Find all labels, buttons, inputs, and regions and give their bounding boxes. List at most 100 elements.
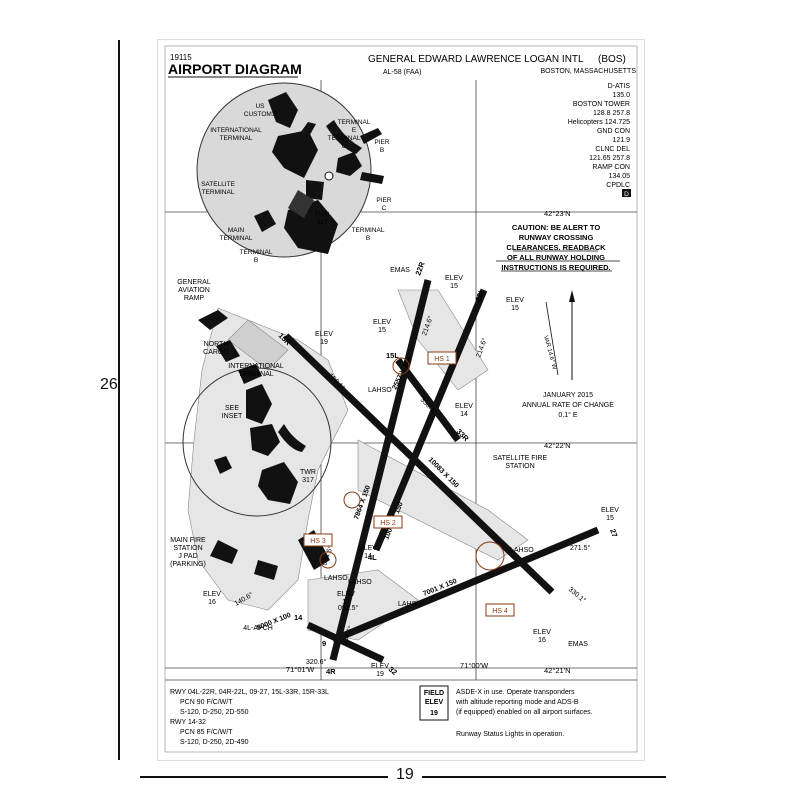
svg-text:317: 317 [302,477,314,484]
svg-text:091.5°: 091.5° [338,604,359,612]
svg-text:ELEV: ELEV [533,629,551,636]
height-dimension-label: 26 [100,376,118,393]
svg-text:15: 15 [606,515,614,522]
svg-text:TERMINAL: TERMINAL [238,371,274,378]
svg-text:B: B [380,147,384,154]
field-elev-box [419,685,449,721]
latitude-top: 42°23'N [544,209,571,218]
svg-text:STATION: STATION [505,463,534,470]
airport-surfaces [187,289,529,641]
svg-text:17: 17 [342,599,350,606]
svg-text:with altitude reporting mode a: with altitude reporting mode and ADS-B [455,699,579,706]
height-dimension-line [118,40,120,760]
svg-text:ANNUAL RATE OF CHANGE: ANNUAL RATE OF CHANGE [522,402,614,409]
svg-text:LAHSO: LAHSO [398,601,422,608]
svg-text:ELEV: ELEV [203,591,221,598]
svg-text:22L: 22L [473,287,486,303]
latitude-mid: 42°22'N [544,441,571,450]
svg-text:CLEARANCES. READBACK: CLEARANCES. READBACK [506,243,606,252]
svg-text:LAHSO: LAHSO [510,547,534,554]
svg-text:15: 15 [511,305,519,312]
longitude-left: 71°01'W [286,665,315,674]
svg-text:SEE: SEE [225,405,239,412]
svg-text:B: B [366,235,370,242]
field-elevation: FIELD ELEV 19 [424,690,444,717]
runway-09-27 [331,526,600,644]
svg-text:INTERNATIONAL: INTERNATIONAL [228,363,284,370]
svg-text:PCN 90 F/C/W/T: PCN 90 F/C/W/T [180,699,233,706]
svg-text:16: 16 [208,599,216,606]
svg-text:Runway Status Lights in operat: Runway Status Lights in operation. [456,731,564,738]
magnetic-variation: VAR 14.6° W JANUARY 2015 ANNUAL RATE OF … [522,290,614,419]
svg-text:HS 4: HS 4 [492,608,508,615]
svg-text:4L: 4L [368,553,377,562]
svg-text:EMAS: EMAS [568,641,588,648]
runway-14-32 [306,621,385,664]
chart-number: 19115 [170,53,192,62]
svg-text:TERMINAL: TERMINAL [338,119,371,126]
svg-text:317: 317 [317,219,328,226]
svg-text:RWY 04L-22R, 04R-22L, 09-27, 1: RWY 04L-22R, 04R-22L, 09-27, 15L-33R, 15… [170,689,329,696]
svg-text:15: 15 [378,327,386,334]
svg-text:BOSTON TOWER: BOSTON TOWER [573,101,630,108]
svg-text:ELEV: ELEV [425,699,444,706]
svg-text:GENERAL: GENERAL [177,279,211,286]
svg-text:MAIN: MAIN [228,227,245,234]
airport-diagram-svg: 19115 AIRPORT DIAGRAM GENERAL EDWARD LAW… [164,45,638,753]
svg-text:C: C [382,205,387,212]
svg-text:HS 2: HS 2 [380,520,396,527]
svg-text:LAHSO: LAHSO [348,579,372,586]
svg-text:ELEV: ELEV [337,591,355,598]
svg-text:LAHSO: LAHSO [368,387,392,394]
svg-text:RAMP: RAMP [184,295,205,302]
svg-text:TERMINAL: TERMINAL [328,135,361,142]
svg-text:EMAS: EMAS [390,267,410,274]
svg-text:E: E [352,127,357,134]
diagram-title: AIRPORT DIAGRAM [168,61,302,77]
svg-text:14: 14 [460,411,468,418]
svg-text:PIER: PIER [376,197,391,204]
svg-text:19: 19 [430,710,438,717]
runway-04r-22l [329,279,432,661]
svg-text:121.9: 121.9 [612,137,630,144]
svg-text:SATELLITE FIRE: SATELLITE FIRE [493,455,548,462]
svg-text:FIELD: FIELD [424,690,444,697]
svg-text:INSET: INSET [222,413,243,420]
svg-text:S-120, D-250, 2D-550: S-120, D-250, 2D-550 [180,709,249,716]
svg-text:134.05: 134.05 [609,173,631,180]
svg-text:19: 19 [320,339,328,346]
svg-text:16: 16 [538,637,546,644]
airport-name: GENERAL EDWARD LAWRENCE LOGAN INTL [368,54,584,65]
svg-text:HS 3: HS 3 [310,538,326,545]
longitude-right: 71°00'W [460,661,489,670]
runways [283,279,600,664]
svg-text:TERMINAL: TERMINAL [352,227,385,234]
svg-text:128.8 257.8: 128.8 257.8 [593,110,630,117]
svg-text:19: 19 [376,671,384,678]
svg-text:CUSTOMS: CUSTOMS [244,111,277,118]
svg-text:22R: 22R [413,260,426,277]
runway-15l-33r [395,357,461,443]
svg-text:320.6°: 320.6° [306,658,327,666]
svg-text:US: US [255,103,265,110]
svg-text:121.65 257.8: 121.65 257.8 [589,155,630,162]
svg-text:CARGO: CARGO [203,349,229,356]
svg-text:INSTRUCTIONS IS REQUIRED.: INSTRUCTIONS IS REQUIRED. [501,263,610,272]
svg-text:15L: 15L [386,351,399,360]
svg-text:D-ATIS: D-ATIS [608,83,631,90]
airport-diagram-sheet: 19115 AIRPORT DIAGRAM GENERAL EDWARD LAW… [158,40,644,760]
svg-text:TWR: TWR [300,469,316,476]
svg-text:ELEV: ELEV [455,403,473,410]
svg-text:TERMINAL: TERMINAL [220,235,253,242]
svg-text:ELEV: ELEV [445,275,463,282]
svg-text:ELEV: ELEV [506,297,524,304]
svg-text:STATION: STATION [173,545,202,552]
svg-text:27: 27 [608,528,619,539]
lahso-labels: LAHSO LAHSO LAHSO LAHSO LAHSO [324,387,534,608]
svg-text:TWR: TWR [315,211,330,218]
svg-text:214.6°: 214.6° [474,337,489,359]
svg-text:S-120, D-250, 2D-490: S-120, D-250, 2D-490 [180,739,249,746]
svg-text:INTERNATIONAL: INTERNATIONAL [210,127,262,134]
svg-text:RUNWAY CROSSING: RUNWAY CROSSING [519,233,594,242]
